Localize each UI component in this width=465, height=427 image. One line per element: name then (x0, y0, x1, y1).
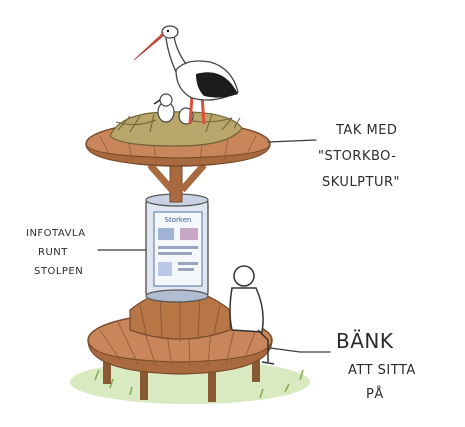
infoboard-label-line-2: RUNT (38, 247, 68, 258)
bench-leader-line (270, 348, 330, 352)
roof-leader-line (268, 140, 316, 142)
bench-label-line-2: ATT SITTA (348, 363, 416, 378)
stork-nest (110, 112, 242, 146)
poster-title: Storken (165, 216, 192, 224)
roof-label-line-2: "STORKBO- (318, 149, 396, 164)
bench-label-line-3: PÅ (366, 386, 384, 402)
roof-annotation: TAK MED "STORKBO- SKULPTUR" (318, 123, 400, 190)
bench-label-line-1: BÄNK (336, 329, 394, 353)
roof-label-line-3: SKULPTUR" (322, 175, 400, 190)
infoboard-annotation: INFOTAVLA RUNT STOLPEN (26, 228, 86, 277)
infoboard-label-line-3: STOLPEN (34, 266, 83, 277)
info-pillar: Storken (146, 194, 208, 302)
bench-annotation: BÄNK ATT SITTA PÅ (336, 329, 416, 402)
infoboard-label-line-1: INFOTAVLA (26, 228, 86, 239)
roof-label-line-1: TAK MED (335, 123, 397, 138)
